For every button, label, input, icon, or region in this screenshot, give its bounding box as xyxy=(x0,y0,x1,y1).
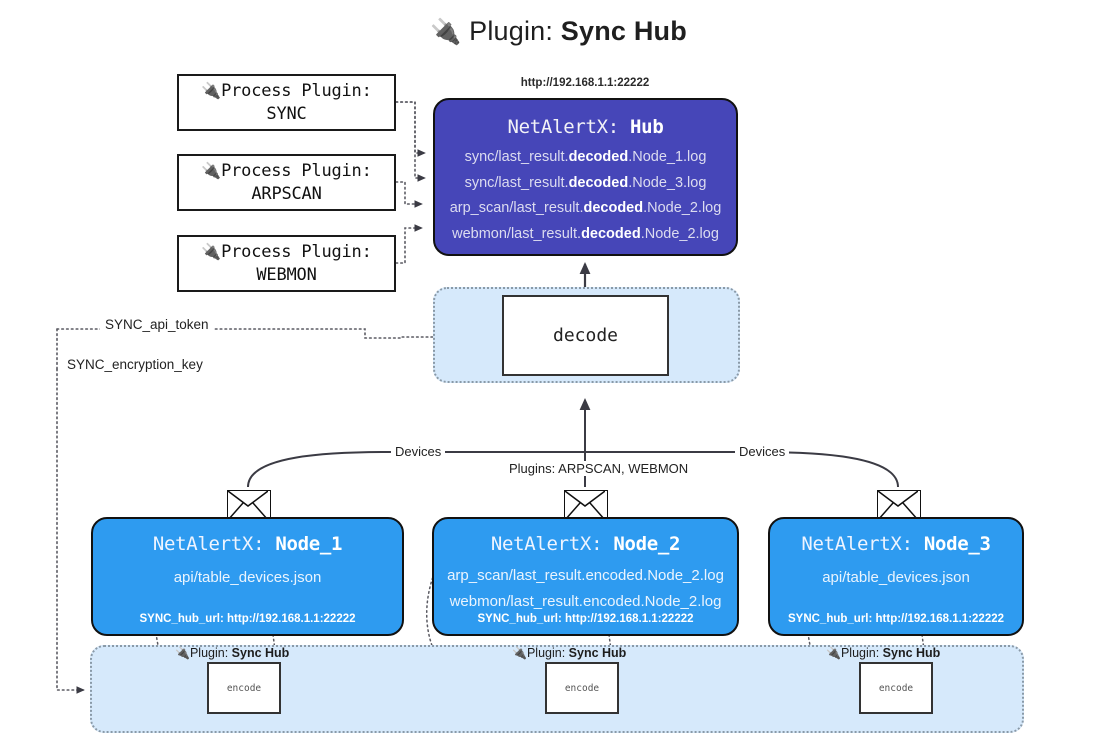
encoder-2-box[interactable]: encode xyxy=(545,662,619,714)
page-title: 🔌 Plugin: Sync Hub xyxy=(0,16,1117,47)
plug-icon: 🔌 xyxy=(430,18,462,46)
node-2-footer: SYNC_hub_url: http://192.168.1.1:22222 xyxy=(477,613,694,625)
plug-icon: 🔌 xyxy=(826,646,841,660)
plug-icon: 🔌 xyxy=(201,160,222,180)
edge-label-devices-left: Devices xyxy=(391,444,446,459)
hub-url-label: http://192.168.1.1:22222 xyxy=(520,77,650,89)
process-plugin-sync[interactable]: 🔌Process Plugin: SYNC xyxy=(177,74,396,131)
page-title-prefix: Plugin: xyxy=(469,16,554,46)
node-2-box[interactable]: NetAlertX: Node_2 arp_scan/last_result.e… xyxy=(432,517,739,636)
encoder-1-box[interactable]: encode xyxy=(207,662,281,714)
hub-log-4: webmon/last_result.decoded.Node_2.log xyxy=(452,225,719,242)
decode-box[interactable]: decode xyxy=(502,295,669,376)
edge-webmon-to-log4 xyxy=(395,224,423,264)
node-2-title: NetAlertX: Node_2 xyxy=(490,533,681,555)
process-plugin-webmon[interactable]: 🔌Process Plugin: WEBMON xyxy=(177,235,396,292)
edge-label-devices-right: Devices xyxy=(735,444,790,459)
process-plugin-sync-line1: 🔌Process Plugin: xyxy=(201,80,372,101)
hub-log-2: sync/last_result.decoded.Node_3.log xyxy=(464,174,707,191)
encoder-1-caption: 🔌Plugin: Sync Hub xyxy=(175,646,290,660)
encoder-3-caption: 🔌Plugin: Sync Hub xyxy=(826,646,941,660)
node-1-title: NetAlertX: Node_1 xyxy=(152,533,343,555)
encoder-2-caption: 🔌Plugin: Sync Hub xyxy=(512,646,627,660)
node-3-box[interactable]: NetAlertX: Node_3 api/table_devices.json… xyxy=(768,517,1024,636)
edge-sync-to-log2 xyxy=(395,101,426,182)
process-plugin-arpscan-line1: 🔌Process Plugin: xyxy=(201,160,372,181)
page-title-name: Sync Hub xyxy=(560,16,687,46)
node-2-line-2: webmon/last_result.encoded.Node_2.log xyxy=(449,593,722,611)
hub-title: NetAlertX: Hub xyxy=(507,116,664,138)
node-1-footer: SYNC_hub_url: http://192.168.1.1:22222 xyxy=(139,613,356,625)
hub-box[interactable]: NetAlertX: Hub sync/last_result.decoded.… xyxy=(433,98,738,256)
edge-label-plugins-center: Plugins: ARPSCAN, WEBMON xyxy=(505,461,688,476)
plug-icon: 🔌 xyxy=(175,646,190,660)
node-1-line-1: api/table_devices.json xyxy=(173,569,322,586)
sync-api-token-label: SYNC_api_token xyxy=(100,317,214,332)
process-plugin-arpscan[interactable]: 🔌Process Plugin: ARPSCAN xyxy=(177,154,396,211)
node-1-box[interactable]: NetAlertX: Node_1 api/table_devices.json… xyxy=(91,517,404,636)
node-3-title: NetAlertX: Node_3 xyxy=(801,533,991,555)
hub-log-3: arp_scan/last_result.decoded.Node_2.log xyxy=(449,200,722,217)
hub-log-1: sync/last_result.decoded.Node_1.log xyxy=(464,149,707,165)
edge-encryption-key-to-encoders xyxy=(56,368,85,694)
node-3-line-1: api/table_devices.json xyxy=(822,569,970,586)
node-2-line-1: arp_scan/last_result.encoded.Node_2.log xyxy=(447,567,724,584)
plug-icon: 🔌 xyxy=(201,80,222,100)
process-plugin-webmon-line2: WEBMON xyxy=(256,264,317,285)
plug-icon: 🔌 xyxy=(512,646,527,660)
process-plugin-sync-line2: SYNC xyxy=(266,103,307,124)
edge-sync-to-log1 xyxy=(395,101,426,157)
sync-encryption-key-label: SYNC_encryption_key xyxy=(62,357,208,372)
process-plugin-arpscan-line2: ARPSCAN xyxy=(251,183,322,204)
process-plugin-webmon-line1: 🔌Process Plugin: xyxy=(201,241,372,262)
plug-icon: 🔌 xyxy=(201,241,222,261)
node-3-footer: SYNC_hub_url: http://192.168.1.1:22222 xyxy=(787,613,1005,625)
encoder-3-box[interactable]: encode xyxy=(859,662,933,714)
edge-arpscan-to-log3 xyxy=(395,181,423,208)
